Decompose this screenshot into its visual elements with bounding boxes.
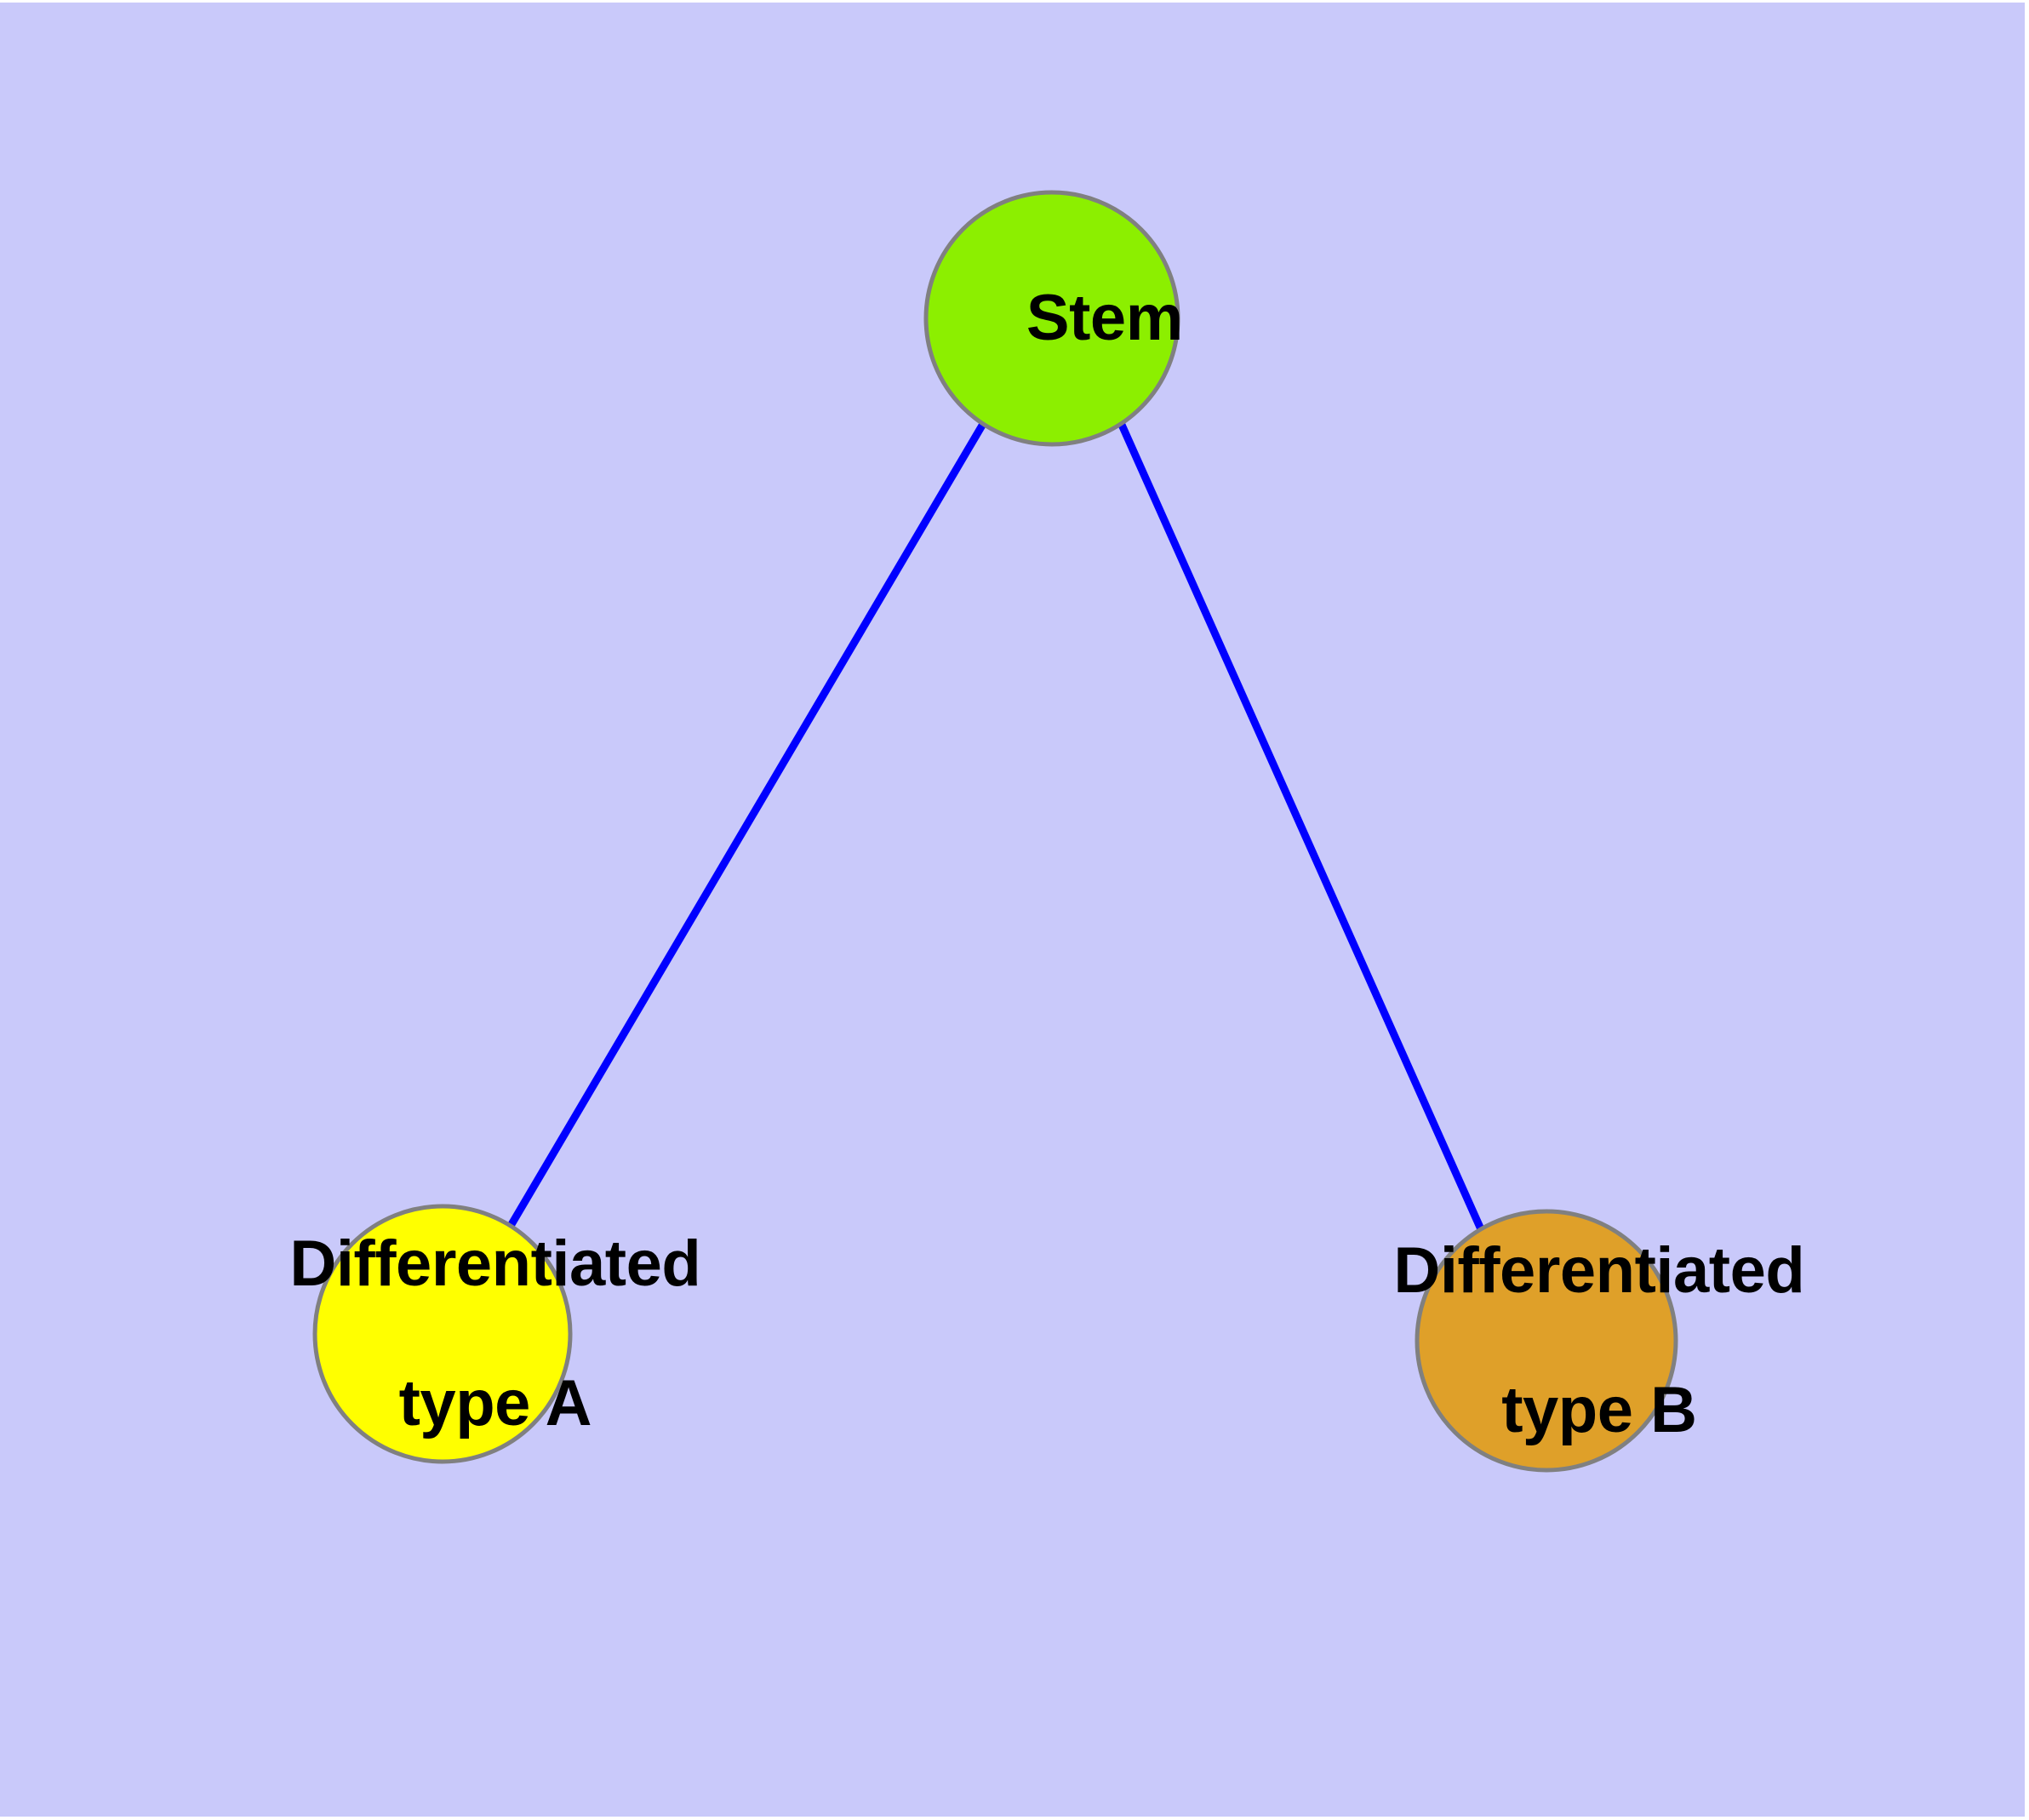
edge-stem-to-differentiated-type-a[interactable] [507, 421, 986, 1228]
node-differentiated-type-a-circle[interactable] [312, 1204, 573, 1464]
graph-svg [312, 190, 1678, 1473]
diagram-plot-area: Stem Differentiated type A Differentiate… [0, 3, 2025, 1817]
nodes-group [312, 190, 1678, 1473]
edges-group [507, 421, 1485, 1231]
node-differentiated-type-b-circle[interactable] [1415, 1209, 1678, 1473]
edge-stem-to-differentiated-type-b[interactable] [1117, 423, 1485, 1231]
node-stem-circle[interactable] [923, 190, 1180, 447]
